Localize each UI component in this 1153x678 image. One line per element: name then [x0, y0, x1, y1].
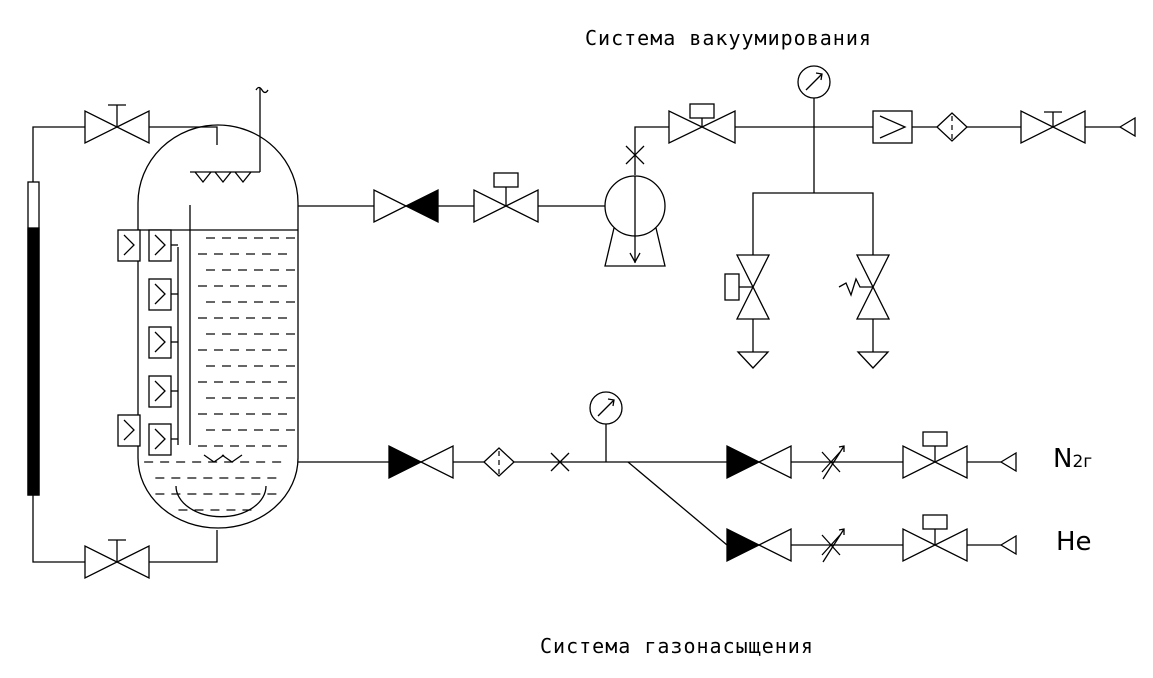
helium-solenoid-valve[interactable]	[902, 514, 968, 563]
vacuum-outlet-connector	[1118, 116, 1136, 138]
spray-nozzle	[190, 171, 260, 184]
nitrogen-throttle[interactable]	[821, 445, 845, 480]
nitrogen-subscript-label: 2г	[1072, 452, 1093, 472]
liquid-fill	[144, 237, 295, 511]
vacuum-outlet-valve[interactable]	[1020, 109, 1086, 145]
lower-gauge-valve[interactable]	[84, 539, 150, 580]
vacuum-solenoid-valve[interactable]	[473, 172, 539, 224]
vacuum-pump-valve[interactable]	[668, 103, 736, 145]
vent-symbol	[255, 86, 269, 94]
vacuum-line	[298, 98, 1120, 255]
level-sensor	[148, 326, 172, 359]
vacuum-pump[interactable]	[604, 145, 666, 267]
level-sensor	[148, 423, 172, 456]
gas-filter	[483, 447, 515, 477]
gas-inlet-check-valve[interactable]	[388, 444, 454, 480]
gas-orifice	[550, 452, 570, 472]
level-sensor	[117, 414, 141, 447]
vacuum-system-title: Система вакуумирования	[585, 26, 872, 50]
nitrogen-solenoid-valve[interactable]	[902, 431, 968, 480]
safety-solenoid-valve[interactable]	[724, 254, 771, 369]
helium-check-valve[interactable]	[726, 527, 792, 563]
level-sensor	[148, 278, 172, 311]
level-sensor	[117, 229, 141, 262]
nitrogen-supply-label: N2г	[1053, 444, 1092, 474]
gas-saturation-line	[298, 424, 1001, 546]
vacuum-check-valve[interactable]	[373, 188, 439, 224]
helium-supply-label: He	[1056, 527, 1092, 557]
bubble-marks	[203, 454, 243, 463]
level-sensor-bank	[117, 229, 179, 456]
flow-meter	[872, 110, 913, 144]
gas-saturation-system-title: Система газонасыщения	[540, 634, 814, 658]
level-sensor	[148, 229, 172, 262]
level-gauge	[27, 126, 218, 563]
upper-gauge-valve[interactable]	[84, 104, 150, 145]
helium-inlet-connector	[999, 534, 1017, 556]
helium-throttle[interactable]	[821, 528, 845, 563]
vacuum-filter	[936, 112, 968, 142]
nitrogen-inlet-connector	[999, 451, 1017, 473]
gas-manometer	[589, 391, 623, 425]
nitrogen-main-label: N	[1053, 444, 1073, 474]
nitrogen-check-valve[interactable]	[726, 444, 792, 480]
vacuum-manometer	[797, 65, 831, 99]
bottom-sparger	[175, 485, 267, 518]
level-sensor	[148, 375, 172, 408]
safety-relief-valve[interactable]	[838, 254, 891, 369]
